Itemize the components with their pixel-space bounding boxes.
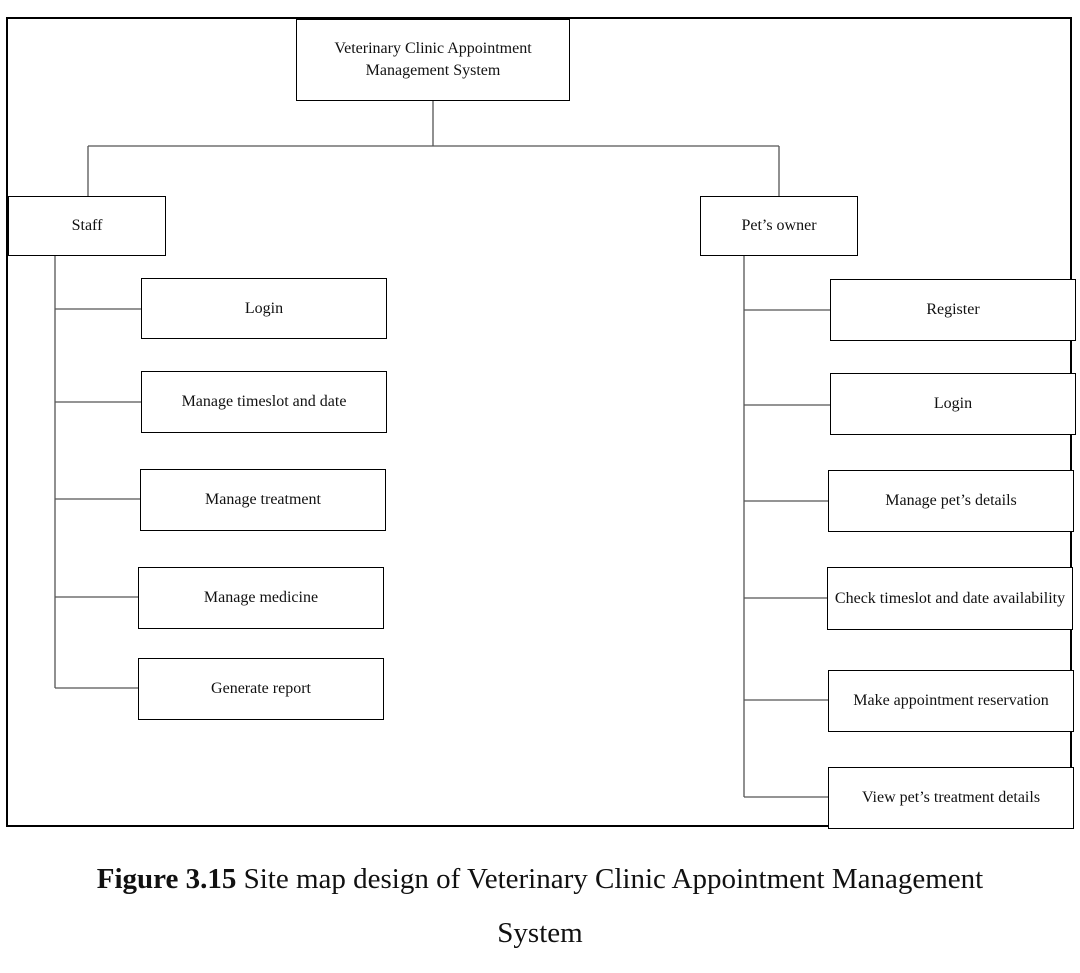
staff-item-login: Login [141,278,387,339]
root-node: Veterinary Clinic Appointment Management… [296,19,570,101]
caption-text-continued: System [497,917,583,949]
staff-item-manage-treatment: Manage treatment [140,469,386,531]
owner-item-view-treatment: View pet’s treatment details [828,767,1074,829]
owner-item-label: Register [926,301,980,318]
owner-item-check-availability: Check timeslot and date availability [827,567,1073,630]
owner-item-manage-pet-details: Manage pet’s details [828,470,1074,532]
staff-item-label: Generate report [211,680,311,697]
staff-item-label: Manage timeslot and date [181,393,347,410]
owner-item-label: Login [933,395,973,412]
figure-number: Figure 3.15 [96,863,237,895]
staff-item-label: Login [244,299,284,317]
staff-item-manage-medicine: Manage medicine [138,567,384,629]
staff-item-label: Manage treatment [205,491,321,508]
owner-node: Pet’s owner [700,196,858,256]
staff-item-manage-timeslot: Manage timeslot and date [141,371,387,433]
owner-label: Pet’s owner [741,217,817,234]
owner-item-label: Manage pet’s details [885,492,1017,509]
owner-item-make-reservation: Make appointment reservation [828,670,1074,732]
owner-item-login: Login [830,373,1076,435]
root-label: Veterinary Clinic Appointment Management… [334,40,532,79]
owner-item-register: Register [830,279,1076,341]
caption-text: Site map design of Veterinary Clinic App… [243,863,984,895]
staff-node: Staff [8,196,166,256]
staff-item-generate-report: Generate report [138,658,384,720]
owner-item-label: View pet’s treatment details [861,789,1041,806]
figure-caption: Figure 3.15 Site map design of Veterinar… [0,852,1080,960]
staff-item-label: Manage medicine [203,589,319,606]
owner-item-label: Make appointment reservation [853,692,1049,709]
owner-item-label: Check timeslot and date availability [834,589,1066,607]
staff-label: Staff [71,217,103,234]
